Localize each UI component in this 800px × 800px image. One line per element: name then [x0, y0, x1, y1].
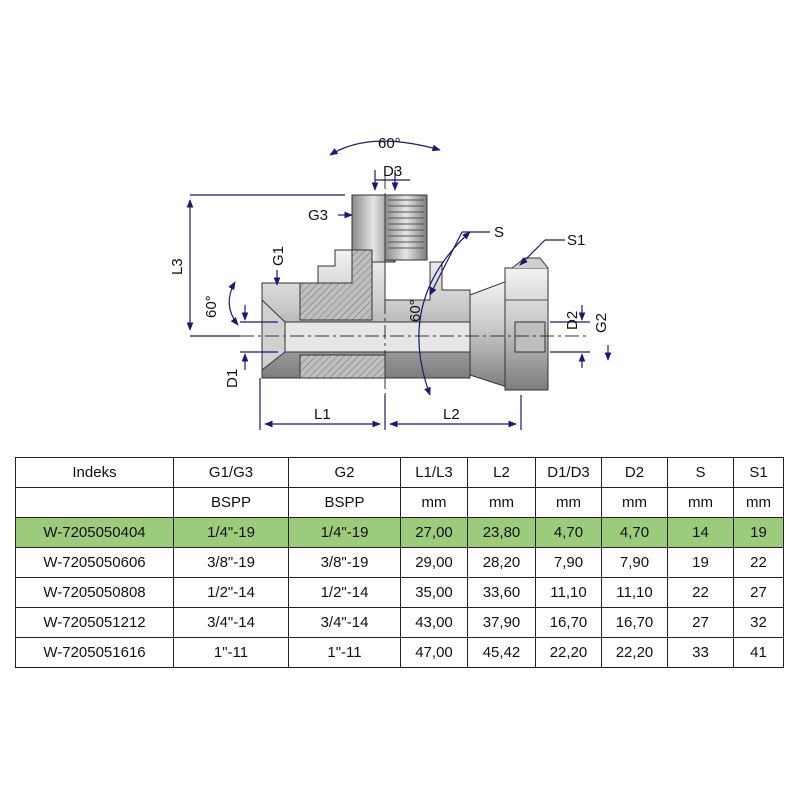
label-angle-left: 60°: [203, 295, 220, 318]
table-header-cell: Indeks: [15, 457, 174, 488]
table-unit-cell: mm: [733, 487, 784, 518]
table-cell: 3/4"-14: [173, 607, 289, 638]
table-cell: 1/2"-14: [173, 577, 289, 608]
table-cell: 7,90: [601, 547, 668, 578]
table-cell: 1/4"-19: [288, 517, 401, 548]
label-s: S: [494, 224, 504, 241]
table-header-cell: L1/L3: [400, 457, 468, 488]
table-header-cell: S: [667, 457, 734, 488]
table-cell: 33: [667, 637, 734, 668]
table-cell: 23,80: [467, 517, 536, 548]
table-header-cell: G2: [288, 457, 401, 488]
dimension-lines: [186, 140, 612, 430]
table-unit-cell: mm: [667, 487, 734, 518]
label-l3: L3: [169, 258, 186, 275]
table-cell: 22,20: [601, 637, 668, 668]
table-cell: 14: [667, 517, 734, 548]
label-d3: D3: [383, 163, 402, 180]
table-header-cell: D1/D3: [535, 457, 602, 488]
table-unit-cell: BSPP: [288, 487, 401, 518]
table-cell: 1/2"-14: [288, 577, 401, 608]
table-cell: 1/4"-19: [173, 517, 289, 548]
table-cell: 22: [667, 577, 734, 608]
table-cell: 11,10: [601, 577, 668, 608]
table-cell: 11,10: [535, 577, 602, 608]
table-cell: 4,70: [535, 517, 602, 548]
table-cell: 37,90: [467, 607, 536, 638]
table-cell: 3/8"-19: [173, 547, 289, 578]
table-cell: W-7205050404: [15, 517, 174, 548]
label-angle-mid: 60°: [407, 299, 424, 322]
label-g2: G2: [593, 313, 610, 333]
table-header-cell: G1/G3: [173, 457, 289, 488]
table-cell: 43,00: [400, 607, 468, 638]
table-cell: 27: [733, 577, 784, 608]
table-cell: 32: [733, 607, 784, 638]
table-cell: 4,70: [601, 517, 668, 548]
label-s1: S1: [567, 232, 585, 249]
table-cell: 19: [667, 547, 734, 578]
table-cell: W-7205051212: [15, 607, 174, 638]
label-angle-top: 60°: [378, 135, 401, 152]
table-unit-cell: [15, 487, 174, 518]
table-unit-cell: mm: [467, 487, 536, 518]
table-cell: 27: [667, 607, 734, 638]
table-header-cell: S1: [733, 457, 784, 488]
label-l1: L1: [314, 406, 331, 423]
table-cell: 1"-11: [288, 637, 401, 668]
table-cell: 7,90: [535, 547, 602, 578]
thread-lines-top: [388, 199, 424, 249]
table-cell: 22: [733, 547, 784, 578]
table-unit-cell: mm: [400, 487, 468, 518]
table-cell: W-7205050606: [15, 547, 174, 578]
table-cell: 22,20: [535, 637, 602, 668]
table-cell: 41: [733, 637, 784, 668]
label-d2: D2: [564, 311, 581, 330]
table-cell: 16,70: [601, 607, 668, 638]
label-l2: L2: [443, 406, 460, 423]
table-cell: W-7205050808: [15, 577, 174, 608]
table-unit-cell: BSPP: [173, 487, 289, 518]
table-cell: 3/4"-14: [288, 607, 401, 638]
table-cell: W-7205051616: [15, 637, 174, 668]
table-cell: 35,00: [400, 577, 468, 608]
table-header-cell: L2: [467, 457, 536, 488]
table-cell: 1"-11: [173, 637, 289, 668]
table-unit-cell: mm: [601, 487, 668, 518]
table-header-cell: D2: [601, 457, 668, 488]
table-cell: 28,20: [467, 547, 536, 578]
table-unit-cell: mm: [535, 487, 602, 518]
table-cell: 29,00: [400, 547, 468, 578]
table-cell: 27,00: [400, 517, 468, 548]
label-g1: G1: [270, 246, 287, 266]
table-cell: 47,00: [400, 637, 468, 668]
label-d1: D1: [224, 369, 241, 388]
table-cell: 33,60: [467, 577, 536, 608]
label-g3: G3: [308, 207, 328, 224]
table-cell: 16,70: [535, 607, 602, 638]
fitting-technical-drawing: 60° D3 G3 S S1 L3 G1 60° 60° D2 G2 D1 L1…: [169, 135, 612, 430]
fitting-body: [240, 175, 590, 395]
table-cell: 19: [733, 517, 784, 548]
table-cell: 45,42: [467, 637, 536, 668]
dimension-labels: 60° D3 G3 S S1 L3 G1 60° 60° D2 G2 D1 L1…: [169, 135, 610, 423]
table-cell: 3/8"-19: [288, 547, 401, 578]
